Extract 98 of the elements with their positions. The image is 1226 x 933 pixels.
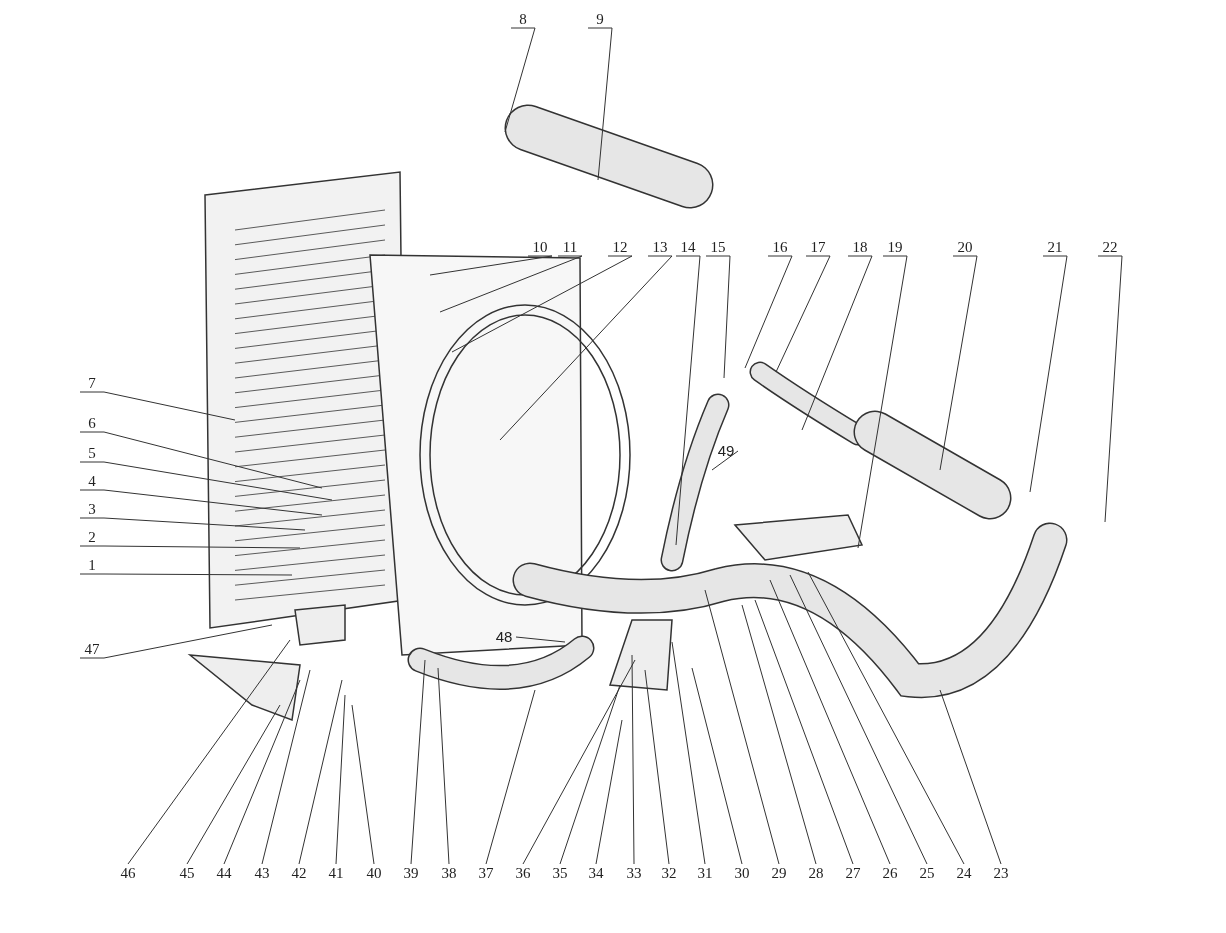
- callout-number: 34: [584, 864, 608, 882]
- callout-number: 46: [116, 864, 140, 882]
- leader-line: [754, 599, 854, 865]
- leader-line: [587, 27, 613, 181]
- leader-line: [485, 689, 536, 865]
- leader-line: [439, 255, 583, 313]
- leader-line: [351, 704, 375, 865]
- leader-line: [769, 579, 891, 865]
- callout-number: 10: [528, 238, 552, 256]
- callout-number: 20: [953, 238, 977, 256]
- leader-line: [939, 255, 978, 471]
- leader-line: [499, 255, 673, 441]
- leader-line: [186, 704, 281, 865]
- leader-line: [1029, 255, 1068, 493]
- callout-number: 11: [558, 238, 582, 256]
- leader-line: [298, 679, 343, 865]
- callout-number: 5: [80, 444, 104, 462]
- leader-line: [711, 450, 739, 471]
- callout-number: 18: [848, 238, 872, 256]
- callout-number: 36: [511, 864, 535, 882]
- callout-number: 26: [878, 864, 902, 882]
- callout-number: 24: [952, 864, 976, 882]
- callout-number: 23: [989, 864, 1013, 882]
- callout-number: 29: [767, 864, 791, 882]
- callout-number: 41: [324, 864, 348, 882]
- callout-number: 43: [250, 864, 274, 882]
- leader-line: [127, 639, 291, 865]
- leader-line: [261, 669, 311, 865]
- callout-number: 3: [80, 500, 104, 518]
- leader-line: [801, 255, 873, 431]
- leader-line: [744, 255, 793, 369]
- leader-line: [939, 689, 1002, 865]
- leader-line: [631, 654, 635, 865]
- callout-number: 2: [80, 528, 104, 546]
- leader-line: [857, 255, 908, 549]
- callout-number: 19: [883, 238, 907, 256]
- leader-line: [691, 667, 743, 865]
- callout-number: 37: [474, 864, 498, 882]
- leader-line: [807, 571, 965, 865]
- leader-line: [223, 679, 301, 865]
- callout-number: 32: [657, 864, 681, 882]
- callout-number: 49: [714, 442, 738, 460]
- leader-line: [79, 391, 236, 421]
- leader-line: [335, 694, 346, 865]
- callout-number: 12: [608, 238, 632, 256]
- leader-line: [741, 604, 817, 865]
- leader-line: [559, 684, 621, 865]
- leader-line: [79, 489, 323, 516]
- callout-number: 22: [1098, 238, 1122, 256]
- callout-number: 17: [806, 238, 830, 256]
- callout-number: 40: [362, 864, 386, 882]
- callout-number: 9: [588, 10, 612, 28]
- callout-number: 14: [676, 238, 700, 256]
- callout-number: 15: [706, 238, 730, 256]
- leader-line: [437, 667, 450, 865]
- leader-line: [79, 624, 273, 659]
- leader-line: [1097, 255, 1123, 523]
- callout-number: 28: [804, 864, 828, 882]
- callout-number: 16: [768, 238, 792, 256]
- leader-line: [515, 636, 566, 643]
- callout-number: 31: [693, 864, 717, 882]
- leader-line: [775, 255, 831, 373]
- leader-line: [705, 255, 731, 379]
- callout-number: 8: [511, 10, 535, 28]
- callout-number: 42: [287, 864, 311, 882]
- leader-line: [789, 574, 928, 865]
- leader-line: [671, 641, 706, 865]
- leader-line: [675, 255, 701, 546]
- leader-line: [504, 27, 536, 133]
- callout-number: 7: [80, 374, 104, 392]
- callout-number: 30: [730, 864, 754, 882]
- leader-line: [451, 255, 633, 353]
- callout-number: 4: [80, 472, 104, 490]
- callout-number: 21: [1043, 238, 1067, 256]
- leader-line: [429, 255, 553, 276]
- leader-line: [522, 659, 636, 865]
- leader-line: [79, 431, 323, 489]
- leader-line: [410, 659, 426, 865]
- leader-line: [704, 589, 780, 865]
- leader-line: [79, 573, 293, 576]
- callout-number: 35: [548, 864, 572, 882]
- callout-number: 47: [80, 640, 104, 658]
- callout-number: 45: [175, 864, 199, 882]
- leader-line: [79, 517, 306, 531]
- callout-number: 1: [80, 556, 104, 574]
- leader-line: [644, 669, 670, 865]
- leader-line: [595, 719, 623, 865]
- callout-number: 33: [622, 864, 646, 882]
- callout-number: 44: [212, 864, 236, 882]
- callout-number: 39: [399, 864, 423, 882]
- callout-number: 48: [492, 628, 516, 646]
- callout-number: 25: [915, 864, 939, 882]
- leader-line: [79, 545, 301, 549]
- callout-number: 13: [648, 238, 672, 256]
- leader-line: [79, 461, 333, 501]
- callout-number: 27: [841, 864, 865, 882]
- callout-number: 38: [437, 864, 461, 882]
- callout-number: 6: [80, 414, 104, 432]
